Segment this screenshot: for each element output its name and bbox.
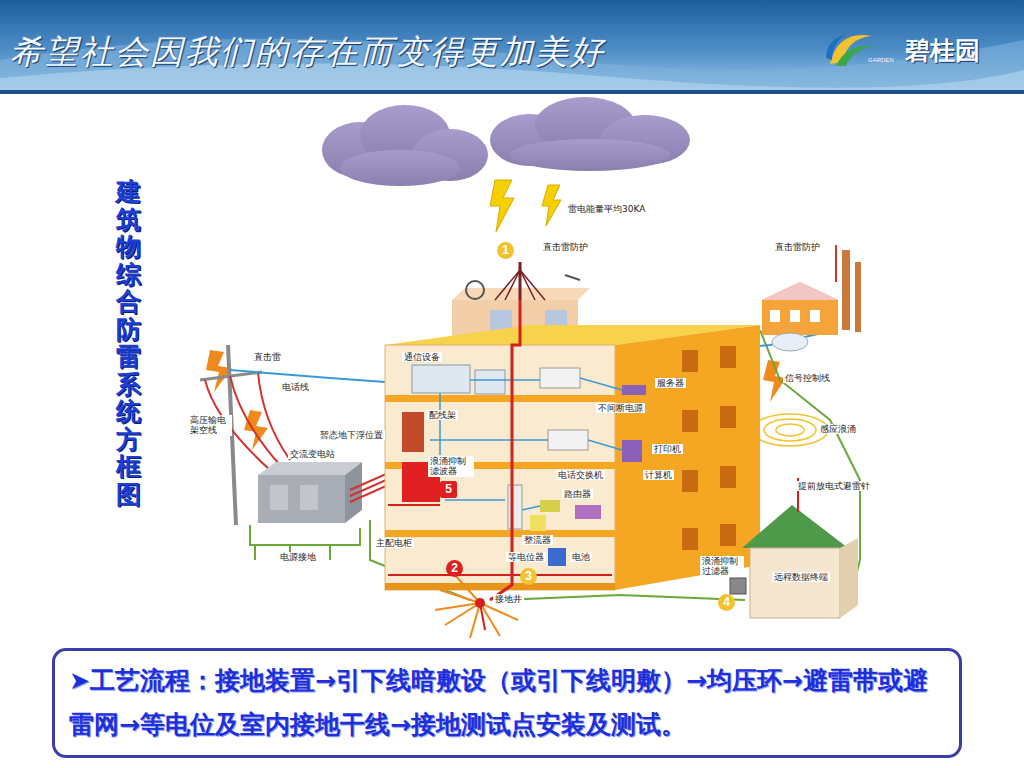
part-label: 电池 bbox=[570, 552, 592, 562]
part-label: 远程数据终端 bbox=[772, 572, 830, 582]
part-label: 暂态地下浮位置 bbox=[318, 430, 385, 440]
header-band bbox=[0, 0, 1024, 92]
part-label: 直击雷 bbox=[252, 352, 283, 362]
part-label: 浪涌抑制过滤器 bbox=[700, 556, 744, 577]
part-label: 直击雷防护 bbox=[541, 242, 590, 252]
part-label: 高压输电架空线 bbox=[188, 415, 232, 436]
illustration-panel bbox=[157, 95, 893, 640]
callout-number: 5 bbox=[440, 481, 457, 498]
callout-number: 3 bbox=[520, 568, 537, 585]
part-label: 雷电能量平均30KA bbox=[566, 204, 647, 214]
antenna-mast bbox=[495, 262, 545, 300]
part-label: 信号控制线 bbox=[783, 373, 832, 383]
process-text: ➤工艺流程：接地装置→引下线暗敷设（或引下线明敷）→均压环→避雷带或避雷网→等电… bbox=[69, 659, 945, 747]
part-label: 感应浪涌 bbox=[818, 424, 858, 434]
part-label: 电源接地 bbox=[278, 552, 318, 562]
down-conductor bbox=[388, 300, 612, 600]
ground-well bbox=[475, 598, 485, 608]
part-label: 路由器 bbox=[562, 489, 593, 499]
logo-mark bbox=[826, 34, 874, 66]
header-line bbox=[0, 90, 1024, 94]
part-label: 接地井 bbox=[493, 594, 524, 604]
part-label: 浪涌抑制滤波器 bbox=[428, 456, 474, 477]
phone-line bbox=[230, 370, 385, 382]
internal-wiring bbox=[430, 378, 622, 510]
vertical-title: 建筑物综合防雷系统方框图 bbox=[116, 178, 141, 508]
ground-burst bbox=[435, 575, 518, 638]
part-label: 主配电柜 bbox=[374, 538, 414, 548]
part-label: 等电位器 bbox=[506, 552, 546, 562]
main-building bbox=[385, 325, 760, 590]
part-label: 电话交换机 bbox=[556, 470, 605, 480]
substation bbox=[258, 462, 362, 523]
part-label: 计算机 bbox=[643, 470, 674, 480]
callout-number: 2 bbox=[446, 560, 463, 577]
part-label: 打印机 bbox=[652, 444, 683, 454]
part-label: 交流变电站 bbox=[288, 449, 337, 459]
part-label: 服务器 bbox=[655, 378, 686, 388]
process-box: ➤工艺流程：接地装置→引下线暗敷设（或引下线明敷）→均压环→避雷带或避雷网→等电… bbox=[52, 648, 962, 758]
slogan: 希望社会因我们的存在而变得更加美好 bbox=[10, 30, 605, 75]
equipment bbox=[402, 365, 646, 566]
part-label: 不间断电源 bbox=[596, 403, 645, 413]
callout-number: 1 bbox=[497, 242, 514, 259]
remote-house bbox=[730, 478, 858, 618]
cloud bbox=[322, 97, 690, 186]
logo-subtext: GARDEN bbox=[868, 57, 894, 63]
part-label: 整流器 bbox=[522, 535, 553, 545]
logo-text: 碧桂园 bbox=[905, 34, 980, 67]
part-label: 通信设备 bbox=[402, 352, 442, 362]
part-label: 直击雷防护 bbox=[773, 242, 822, 252]
part-label: 电话线 bbox=[280, 382, 311, 392]
induction-ripple bbox=[752, 414, 828, 446]
callout-number: 4 bbox=[718, 594, 735, 611]
lightning-bolt bbox=[490, 180, 561, 232]
part-label: 配线架 bbox=[427, 410, 458, 420]
factory bbox=[762, 245, 861, 351]
part-label: 提前放电式避雷针 bbox=[796, 481, 872, 491]
